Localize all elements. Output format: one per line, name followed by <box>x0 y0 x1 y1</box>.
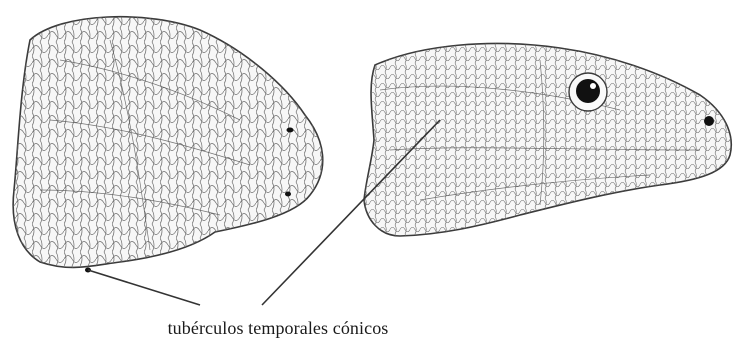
eye-highlight <box>590 83 596 89</box>
nostril-lateral-icon <box>704 116 714 126</box>
dorsal-scale-pattern <box>0 0 340 280</box>
figure-caption: tubérculos temporales cónicos <box>0 318 556 339</box>
leader-line-dorsal <box>88 270 200 305</box>
nostril-left-icon <box>285 192 291 197</box>
lateral-scale-pattern <box>360 35 736 245</box>
nostril-right-icon <box>287 128 294 133</box>
dorsal-head-view <box>0 0 340 280</box>
lateral-head-view <box>360 35 736 245</box>
eye-icon <box>576 79 600 103</box>
